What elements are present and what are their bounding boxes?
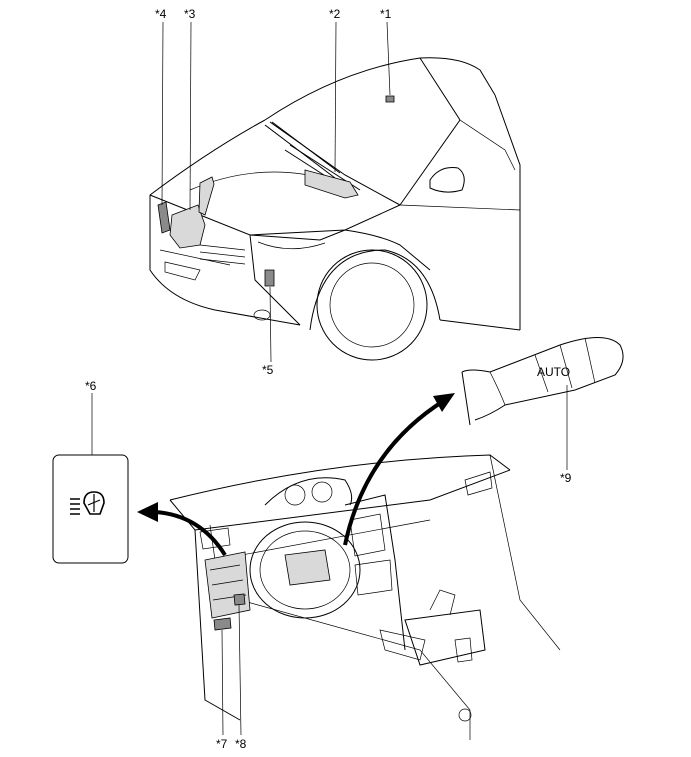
leader-lines <box>91 21 568 736</box>
callout-7: *7 <box>216 737 228 751</box>
arrow-to-inset <box>137 502 227 557</box>
rear-wiper-washer-icon <box>70 491 105 515</box>
callout-4: *4 <box>155 7 167 21</box>
inset-box <box>52 454 129 564</box>
vehicle-exterior-illustration <box>149 57 521 361</box>
callout-8: *8 <box>235 737 247 751</box>
wiper-switch-illustration: AUTO <box>461 337 624 426</box>
switch-auto-marking: AUTO <box>537 365 570 379</box>
vehicle-interior-illustration <box>169 454 561 740</box>
arrow-to-switch <box>343 393 455 546</box>
callout-1: *1 <box>380 7 392 21</box>
callout-5: *5 <box>262 363 274 377</box>
callout-2: *2 <box>329 7 341 21</box>
callout-6: *6 <box>85 379 97 393</box>
callout-3: *3 <box>184 7 196 21</box>
callout-9: *9 <box>560 471 572 485</box>
